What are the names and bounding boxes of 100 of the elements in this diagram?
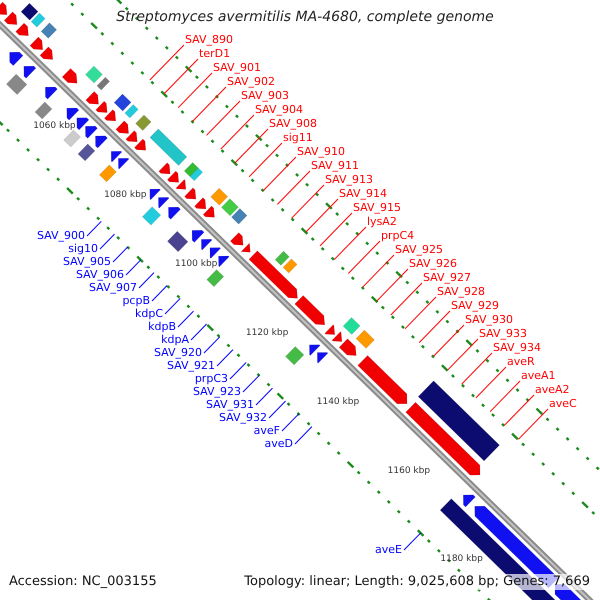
gene-label: SAV_901 [213,62,262,74]
leader-line [248,142,282,178]
gene-label: SAV_930 [465,314,514,326]
gene-label: SAV_904 [255,104,304,116]
gene-label: aveE [375,544,402,556]
gene-label: SAV_890 [185,34,234,46]
leader-line [204,336,220,354]
gene-label: SAV_931 [206,399,254,411]
leader-line [475,366,506,398]
gene-label: SAV_929 [451,300,500,312]
gene-label: kdpA [161,334,189,346]
leader-line [256,388,273,406]
gene-label: SAV_908 [269,118,318,130]
gene-label: sig11 [283,132,313,144]
accession-text: Accession: NC_003155 [9,574,157,590]
leader-line [276,170,310,205]
gene-label: SAV_923 [192,386,241,398]
gene-label: SAV_934 [493,342,542,354]
leader-line [216,349,234,366]
leader-line [418,310,450,344]
gene-label: aveA1 [521,370,556,382]
gene-label: aveF [254,425,280,437]
leader-line [206,100,240,136]
gene-label: prpC4 [381,230,414,242]
gene-label: SAV_921 [166,360,215,372]
gene-label: SAV_906 [76,269,124,281]
gene-label: kdpB [148,321,176,333]
leader-line [220,114,254,150]
gene-label: SAV_907 [88,282,137,294]
leader-line [305,198,338,233]
gene-label: SAV_920 [154,347,202,359]
leader-line [348,240,380,274]
leader-line [126,259,142,276]
gene-label: SAV_932 [218,412,267,424]
gene-label: terD1 [199,48,230,60]
leader-line [376,268,408,302]
leader-line [390,282,422,316]
leader-line [504,394,534,426]
gene-label: SAV_925 [395,244,444,256]
leader-line [138,272,154,288]
leader-line [404,532,422,550]
gene-label: kdpC [134,308,163,320]
gene-label: prpC3 [194,373,228,385]
leader-line [262,156,296,192]
title: Streptomyces avermitilis MA-4680, complete genome [115,9,495,26]
leader-line [447,338,478,371]
leader-line [164,58,198,94]
gene-label: SAV_915 [353,202,402,214]
gene-label: SAV_927 [423,272,472,284]
leader-line [518,408,548,440]
leader-line [178,72,212,108]
gene-label: pcpB [122,295,150,307]
scale-label: 1080 kbp [104,190,146,200]
leader-line [282,413,300,432]
leader-line [178,310,194,328]
leader-line [192,86,226,122]
leader-line [461,352,492,385]
gene-label: aveC [549,398,577,410]
leader-line [149,44,184,80]
gene-label: aveA2 [535,384,570,396]
leader-line [291,184,324,219]
leader-line [112,246,128,262]
leader-line [234,128,268,164]
gene-label: aveR [507,356,535,368]
leader-line [432,324,464,357]
leader-line [490,380,520,412]
gene-label: SAV_900 [36,230,85,242]
leader-line [230,362,247,380]
scale-label: 1140 kbp [316,397,360,408]
leader-line [164,298,181,314]
leader-line [404,296,436,330]
leader-line [86,220,102,236]
gene-label: SAV_903 [241,90,290,102]
gene-label: SAV_926 [409,258,458,270]
gene-label: SAV_914 [339,188,388,200]
scale-label: 1060 kbp [33,120,76,131]
gene-label: aveD [264,438,293,450]
gene-label: lysA2 [367,216,397,228]
scale-label: 1160 kbp [388,466,430,476]
leader-line [268,400,286,418]
gene-label: SAV_910 [297,146,346,158]
gene-label: SAV_905 [62,256,111,268]
leader-line [100,234,115,250]
gene-label: sig10 [68,243,98,255]
gene-label: SAV_911 [311,160,360,172]
leader-line [190,324,208,340]
leader-line [362,254,394,288]
leader-line [320,212,352,246]
genome-stats-text: Topology: linear; Length: 9,025,608 bp; Genes: 7,669 [244,574,590,590]
gene-label: SAV_928 [437,286,486,298]
gene-label: SAV_902 [227,76,276,88]
gene-label: SAV_933 [479,328,528,340]
scale-label: 1100 kbp [174,259,218,270]
leader-line [294,426,312,444]
leader-line [334,226,366,260]
scale-label: 1180 kbp [440,554,483,564]
leader-line [242,374,260,392]
scale-label: 1120 kbp [246,328,288,338]
leader-line [152,285,168,302]
gene-label: SAV_913 [325,174,374,186]
